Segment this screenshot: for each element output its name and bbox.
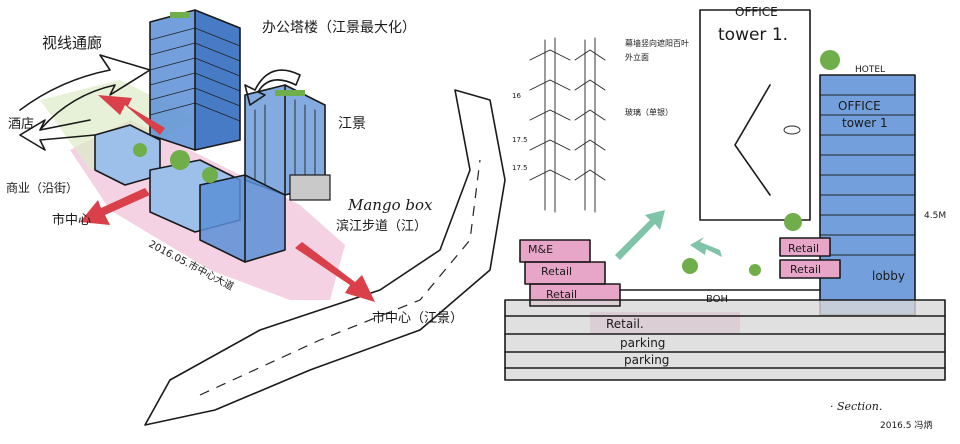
parking-2-label: parking bbox=[624, 353, 669, 367]
teal-arrow-up bbox=[615, 210, 665, 260]
retail-b-label: Retail bbox=[546, 288, 577, 301]
podium-section: M&E Retail Retail Retail Retail Retail. … bbox=[504, 210, 946, 381]
facade-note-3: 玻璃（单银） bbox=[625, 107, 673, 117]
red-arrow-right bbox=[295, 242, 375, 302]
tower-mid-label: tower 1 bbox=[842, 116, 888, 130]
office-top-label: OFFICE bbox=[735, 5, 778, 19]
lobby-label: lobby bbox=[872, 269, 905, 283]
label-office-tower: 办公塔楼（江景最大化） bbox=[262, 20, 416, 36]
tower-top-label: tower 1. bbox=[718, 25, 788, 45]
office-tower-1-outline bbox=[699, 9, 811, 221]
retail-e-label: Retail. bbox=[606, 317, 644, 331]
road-centerline bbox=[199, 159, 481, 396]
label-river-view: 江景 bbox=[338, 116, 366, 132]
boh-label: BOH bbox=[706, 294, 728, 305]
dim-label: 4.5M bbox=[924, 211, 946, 221]
retail-d-label: Retail bbox=[790, 263, 821, 276]
red-arrow-left bbox=[80, 188, 150, 225]
red-arrow-top bbox=[98, 95, 165, 135]
teal-arrow-left bbox=[690, 237, 722, 257]
label-hotel: 酒店 bbox=[8, 117, 34, 132]
retail-a-label: Retail bbox=[541, 265, 572, 278]
retail-c-label: Retail bbox=[788, 242, 819, 255]
label-mango-box: Mango box bbox=[347, 196, 433, 214]
left-axonometric-sketch: 视线通廊 办公塔楼（江景最大化） 江景 酒店 商业（沿街） 市中心 Mango … bbox=[6, 9, 506, 426]
grey-arrow-top bbox=[244, 69, 301, 106]
facade-dim-1: 16 bbox=[512, 92, 521, 100]
facade-note-2: 外立面 bbox=[625, 52, 649, 62]
mne-label: M&E bbox=[528, 243, 553, 256]
label-commercial: 商业（沿街） bbox=[6, 180, 78, 195]
facade-dim-3: 17.5 bbox=[512, 164, 528, 172]
label-riverside-walk: 滨江步道（江） bbox=[336, 218, 427, 234]
facade-note-1: 幕墙竖向遮阳百叶 bbox=[625, 38, 689, 48]
office-tower bbox=[149, 9, 241, 151]
facade-fins bbox=[529, 49, 606, 181]
label-view-corridor: 视线通廊 bbox=[42, 34, 102, 52]
right-section-sketch: 幕墙竖向遮阳百叶 外立面 玻璃（单银） 16 17.5 17.5 OFFICE … bbox=[504, 5, 946, 431]
section-label: · Section. bbox=[830, 400, 882, 413]
facade-dim-2: 17.5 bbox=[512, 136, 528, 144]
label-city-center: 市中心 bbox=[52, 212, 91, 228]
grey-arrow-left bbox=[19, 119, 96, 151]
parking-1-label: parking bbox=[620, 336, 665, 350]
eye-icon bbox=[783, 125, 801, 135]
hotel-label: HOTEL bbox=[855, 65, 885, 75]
facade-detail: 幕墙竖向遮阳百叶 外立面 玻璃（单银） 16 17.5 17.5 bbox=[512, 37, 689, 213]
label-bottom-right: 市中心（江景） bbox=[372, 310, 463, 326]
left-road-arrow bbox=[19, 54, 151, 131]
date-signature: 2016.5 冯炳 bbox=[880, 419, 932, 431]
road-arrow bbox=[144, 89, 506, 426]
right-block bbox=[244, 84, 326, 196]
view-chevron bbox=[734, 84, 771, 196]
podium-blocks bbox=[94, 124, 331, 263]
office-mid-label: OFFICE bbox=[838, 99, 881, 113]
